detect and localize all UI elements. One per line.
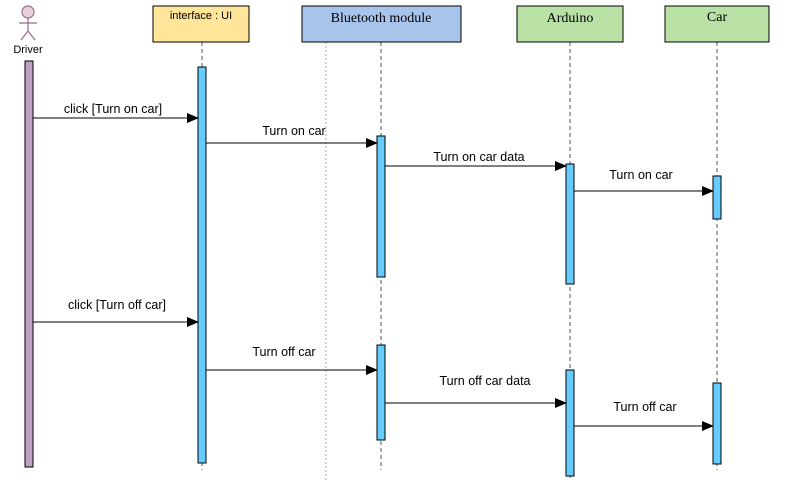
participant-ui-box — [152, 5, 250, 43]
participant-arduino: Arduino — [516, 5, 624, 43]
message-label: Turn off car — [252, 345, 315, 359]
participant-bt-box — [301, 5, 462, 43]
actor-left-leg — [20, 30, 29, 41]
message-5: click [Turn off car] — [33, 298, 199, 327]
message-label: click [Turn on car] — [64, 102, 162, 116]
message-6: Turn off car — [206, 345, 378, 375]
participant-arduino-label: Arduino — [547, 11, 594, 26]
participant-bluetooth-module: Bluetooth module — [301, 5, 462, 43]
actor-right-leg — [27, 30, 36, 41]
message-2: Turn on car — [206, 124, 378, 148]
message-label: Turn off car data — [439, 374, 530, 388]
car-activation-bar-2 — [712, 382, 722, 465]
message-label: Turn off car — [613, 400, 676, 414]
message-label: Turn on car — [262, 124, 325, 138]
message-7: Turn off car data — [385, 374, 567, 408]
actor-head-icon — [21, 5, 35, 19]
participant-ui-label: interface : UI — [170, 10, 232, 22]
bt-activation-bar-2 — [376, 344, 386, 441]
actor-label: Driver — [13, 44, 43, 56]
participant-car-box — [664, 5, 770, 43]
message-3: Turn on car data — [385, 150, 567, 171]
driver-actor: Driver — [13, 5, 43, 56]
ui-activation-bar — [197, 66, 207, 464]
message-label: Turn on car data — [433, 150, 524, 164]
message-1: click [Turn on car] — [33, 102, 199, 123]
participant-car: Car — [664, 5, 770, 43]
participant-car-label: Car — [707, 10, 728, 25]
bt-activation-bar-1 — [376, 135, 386, 278]
arduino-activation-bar-2 — [565, 369, 575, 477]
message-8: Turn off car — [574, 400, 714, 431]
participant-ui: interface : UI — [152, 5, 250, 43]
driver-activation-bar — [24, 60, 34, 468]
message-4: Turn on car — [574, 168, 714, 196]
arduino-activation-bar-1 — [565, 163, 575, 285]
message-label: Turn on car — [609, 168, 672, 182]
car-activation-bar-1 — [712, 175, 722, 220]
message-label: click [Turn off car] — [68, 298, 166, 312]
participant-bt-label: Bluetooth module — [331, 11, 432, 26]
participant-arduino-box — [516, 5, 624, 43]
